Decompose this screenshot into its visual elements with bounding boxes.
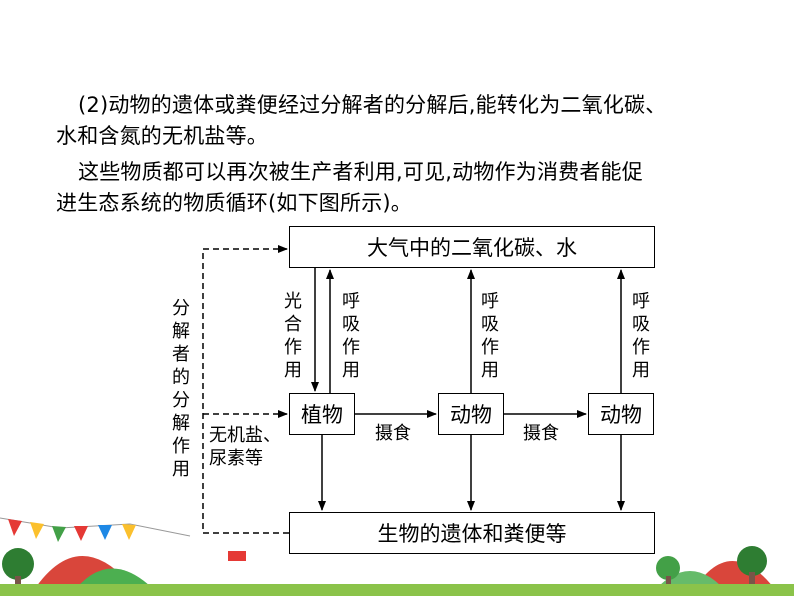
respiration-label-plant: 呼吸作用 bbox=[342, 291, 360, 381]
animal-box-2: 动物 bbox=[588, 393, 654, 435]
tree bbox=[656, 556, 680, 580]
respiration-label-animal-2: 呼吸作用 bbox=[632, 291, 650, 381]
eating-label-1: 摄食 bbox=[375, 423, 411, 444]
bunting-string bbox=[0, 517, 191, 537]
paragraph-decomposition: (2)动物的遗体或粪便经过分解者的分解后,能转化为二氧化碳、 水和含氮的无机盐等… bbox=[56, 90, 746, 152]
plant-box: 植物 bbox=[289, 393, 355, 435]
atmosphere-co2-water-box: 大气中的二氧化碳、水 bbox=[289, 226, 655, 268]
bunting-flag bbox=[74, 526, 88, 541]
house bbox=[228, 551, 246, 561]
text-line-2: 水和含氮的无机盐等。 bbox=[56, 124, 268, 148]
decomposer-dashed-path bbox=[202, 245, 289, 534]
tree bbox=[737, 546, 767, 576]
decomposer-label: 分解者的分解作用 bbox=[172, 298, 190, 480]
respiration-label-animal-1: 呼吸作用 bbox=[481, 291, 499, 381]
tree bbox=[2, 548, 34, 580]
bunting-flag bbox=[30, 522, 44, 539]
bunting-flag bbox=[8, 519, 22, 536]
bunting-flag bbox=[98, 525, 112, 540]
remains-feces-box: 生物的遗体和粪便等 bbox=[289, 512, 655, 554]
grass-strip bbox=[0, 584, 794, 596]
landscape-decoration bbox=[0, 517, 794, 596]
animal-box-1: 动物 bbox=[438, 393, 504, 435]
text-line-4: 进生态系统的物质循环(如下图所示)。 bbox=[56, 191, 412, 215]
text-line-1: (2)动物的遗体或粪便经过分解者的分解后,能转化为二氧化碳、 bbox=[78, 93, 667, 117]
inorganic-salts-label-2: 尿素等 bbox=[209, 448, 263, 469]
text-line-3: 这些物质都可以再次被生产者利用,可见,动物作为消费者能促 bbox=[78, 160, 643, 184]
bunting-flag bbox=[52, 526, 66, 542]
paragraph-cycle: 这些物质都可以再次被生产者利用,可见,动物作为消费者能促 进生态系统的物质循环(… bbox=[56, 157, 746, 219]
inorganic-salts-label-1: 无机盐、 bbox=[209, 425, 281, 446]
bunting-flag bbox=[122, 524, 136, 540]
photosynthesis-label: 光合作用 bbox=[284, 291, 302, 381]
eating-label-2: 摄食 bbox=[523, 423, 559, 444]
